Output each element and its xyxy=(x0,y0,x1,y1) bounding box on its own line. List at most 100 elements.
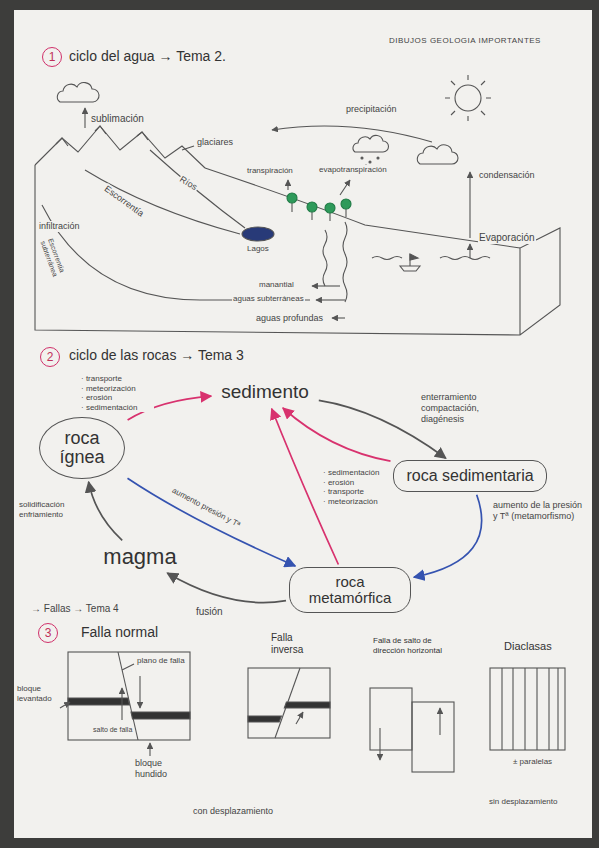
node-text: 2 xyxy=(47,351,54,364)
rock-term: magma xyxy=(96,542,183,571)
text-label: sublimación xyxy=(90,113,145,125)
text-label: Falla inversa xyxy=(270,632,322,656)
deep-water-arrow xyxy=(332,317,345,318)
list-item: · transporte xyxy=(323,487,387,497)
text-label: transpiración xyxy=(246,166,294,176)
land-surface xyxy=(205,168,520,248)
number-circle: 1 xyxy=(42,47,62,67)
text-label: Escorrentía xyxy=(101,183,146,220)
cycle-arrow xyxy=(167,573,286,602)
text-label: aguas subterráneas xyxy=(232,294,305,304)
tree xyxy=(287,193,297,203)
boat-flag xyxy=(410,254,418,260)
text-label: glaciares xyxy=(196,137,234,148)
bedrock-line xyxy=(42,205,310,300)
list-item: · transporte xyxy=(81,374,153,384)
edge-label: · sedimentación · erosión · transporte ·… xyxy=(322,468,388,506)
leader-arrow xyxy=(149,743,150,756)
spring-arrow xyxy=(312,285,340,286)
edge-label: aumento de la presión y Tª (metamorfismo… xyxy=(492,500,589,522)
movement-arrow xyxy=(296,712,303,724)
edge-label: · transporte · meteorización · erosión ·… xyxy=(80,374,154,412)
list-item: · sedimentación xyxy=(81,403,153,413)
block-outline xyxy=(35,165,560,335)
groundwater-flow xyxy=(323,230,327,286)
water-cycle-drawing xyxy=(35,75,560,335)
tree xyxy=(307,202,317,212)
evapotranspiration-arrow xyxy=(340,180,350,195)
fault-drawings xyxy=(60,652,565,772)
text-label: condensación xyxy=(478,170,536,181)
cycle-arrow xyxy=(89,482,123,541)
node-text: roca sedimentaria xyxy=(406,468,533,485)
groundwater-arrow xyxy=(316,299,345,300)
list-item: · meteorización xyxy=(81,384,153,394)
edge-label: aumento presión y Tª xyxy=(163,482,249,534)
text-label: sin desplazamiento xyxy=(488,797,558,807)
text-label: aguas profundas xyxy=(255,313,324,324)
tree xyxy=(325,203,335,213)
groundwater-flow xyxy=(343,222,347,302)
strike-slip-block xyxy=(412,702,454,772)
rock-layer xyxy=(248,716,281,722)
tree-trunk xyxy=(345,209,346,217)
cycle-arrow xyxy=(283,408,391,461)
edge-label: enterramiento compactación, diagénesis xyxy=(420,392,498,424)
number-circle: 2 xyxy=(40,347,60,367)
node-text: magma xyxy=(103,545,176,568)
text-label: ± paralelas xyxy=(512,757,553,767)
joints-block xyxy=(490,668,565,750)
edge-label: fusión xyxy=(195,606,224,618)
leader-line xyxy=(122,664,134,670)
rain-drop xyxy=(377,157,379,159)
text-label: manantial xyxy=(258,280,295,290)
text-label: bloque hundido xyxy=(134,758,180,780)
text-label: evapotranspiración xyxy=(318,165,388,175)
text-label: ciclo de las rocas → Tema 3 xyxy=(68,347,245,364)
tree-trunk xyxy=(311,212,312,220)
cloud xyxy=(353,135,389,152)
normal-fault-block xyxy=(68,652,190,740)
edge-label: solidificación enfriamiento xyxy=(18,500,80,519)
reverse-fault-block xyxy=(248,668,330,738)
text-label: bloque levantado xyxy=(16,684,64,703)
tree-trunk xyxy=(291,203,292,212)
page-title: DIBUJOS GEOLOGIA IMPORTANTES xyxy=(388,36,542,46)
movement-arrow xyxy=(439,708,440,735)
text-label: salto de falla xyxy=(92,726,134,734)
evaporation-arrow xyxy=(469,244,470,258)
mountains xyxy=(35,126,205,168)
node-text: 3 xyxy=(45,627,52,640)
tree xyxy=(341,199,351,209)
rock-term: sedimento xyxy=(214,378,316,406)
rock-ellipse: roca ígnea xyxy=(39,417,125,479)
text-label: Escorrentía subterránea xyxy=(38,236,75,300)
cloud xyxy=(57,83,99,102)
movement-arrow xyxy=(121,688,122,720)
node-text: sedimento xyxy=(221,382,309,402)
runoff xyxy=(85,170,240,234)
number-circle: 3 xyxy=(38,623,58,643)
text-label: Evaporación xyxy=(478,232,536,244)
condensation-arrow xyxy=(469,172,470,238)
transpiration-arrow xyxy=(287,180,288,190)
sea-waves xyxy=(372,257,490,260)
rain-drop xyxy=(369,161,371,163)
cloud xyxy=(417,145,458,164)
boat xyxy=(400,266,420,271)
node-text: 1 xyxy=(49,51,56,64)
list-item: · erosión xyxy=(323,478,387,488)
text-label: infiltración xyxy=(38,221,81,232)
rock-layer xyxy=(68,698,130,705)
rock-layer xyxy=(131,712,190,719)
movement-arrow xyxy=(139,676,140,708)
rock-box: roca metamórfica xyxy=(289,567,411,613)
joint-lines xyxy=(502,668,558,750)
list-item: · sedimentación xyxy=(323,468,387,478)
text-label: Falla de salto de dirección horizontal xyxy=(372,636,454,655)
text-label: precipitación xyxy=(345,104,398,115)
rock-layer xyxy=(284,702,330,708)
